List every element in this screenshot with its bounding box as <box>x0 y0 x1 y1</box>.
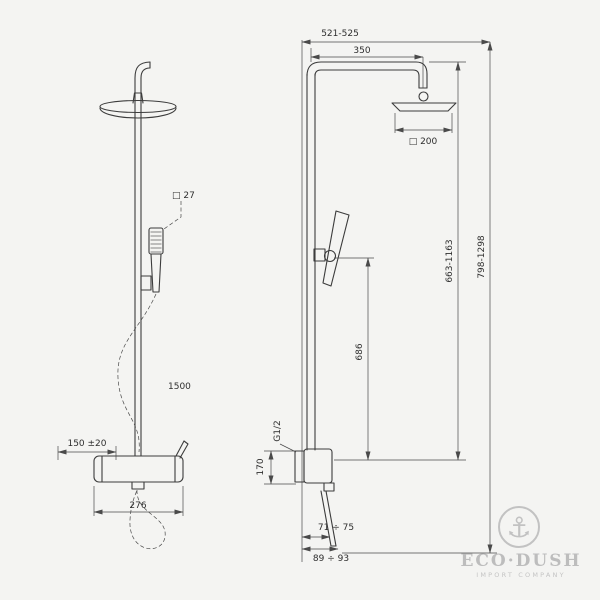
thread-label: G1/2 <box>273 420 283 441</box>
hose-length-label: 1500 <box>168 382 191 392</box>
shower-head-front <box>99 92 177 119</box>
dim-arm-length: 350 <box>310 46 424 60</box>
holder-height-label: 686 <box>355 343 365 360</box>
dim-outlet-far: 89 ÷ 93 <box>301 546 349 564</box>
front-view: □ 27 1500 150 ±20 276 <box>57 61 195 550</box>
dim-mixer-height: 170 <box>256 450 296 485</box>
logo-ring <box>498 506 540 548</box>
brand-logo: ⚓ ECO·DUSH IMPORT COMPANY <box>460 506 581 579</box>
arm-length-label: 350 <box>353 46 370 56</box>
hand-shower-size-label: □ 27 <box>172 191 195 201</box>
mixer-height-label: 170 <box>256 458 266 475</box>
top-width-label: 521-525 <box>321 29 359 39</box>
mixer-width-label: 276 <box>129 501 146 511</box>
dim-thread: G1/2 <box>273 420 297 453</box>
dim-holder-height: 686 <box>334 257 374 461</box>
logo-brand-text: ECO·DUSH <box>460 551 581 571</box>
dim-column-height: 663-1163 <box>445 61 461 461</box>
mixer-side <box>294 448 335 492</box>
mixer-front <box>93 440 189 490</box>
shower-hose-front <box>117 293 166 550</box>
total-height-label: 798-1298 <box>477 235 487 279</box>
dim-total-height: 798-1298 <box>477 41 493 554</box>
dim-top-width: 521-525 <box>301 29 491 45</box>
inlet-spacing-label: 150 ±20 <box>67 439 106 449</box>
outlet-near-label: 71 ÷ 75 <box>318 523 354 533</box>
head-size-label: □ 200 <box>409 137 438 147</box>
shower-head-side <box>391 87 457 112</box>
dim-hose-length: 1500 <box>168 382 191 392</box>
riser-pipe-front <box>134 61 151 457</box>
dim-outlet-near: 71 ÷ 75 <box>301 523 354 540</box>
outlet-far-label: 89 ÷ 93 <box>313 554 349 564</box>
extension-lines <box>310 48 497 554</box>
side-view: 521-525 350 □ 200 663-1163 798-1298 686 <box>256 29 497 564</box>
outlet-hose-side <box>320 490 337 547</box>
riser-pipe-side <box>306 61 428 451</box>
logo-subtitle-text: IMPORT COMPANY <box>476 571 566 579</box>
column-height-label: 663-1163 <box>445 239 455 282</box>
dim-inlet-spacing: 150 ±20 <box>57 439 117 460</box>
hand-shower-front <box>140 227 164 293</box>
anchor-icon: ⚓ <box>506 511 531 544</box>
dim-head-size: □ 200 <box>394 113 453 147</box>
dim-mixer-width: 276 <box>93 486 184 516</box>
dim-hand-shower-size: □ 27 <box>163 191 195 230</box>
hand-shower-side <box>313 210 350 287</box>
